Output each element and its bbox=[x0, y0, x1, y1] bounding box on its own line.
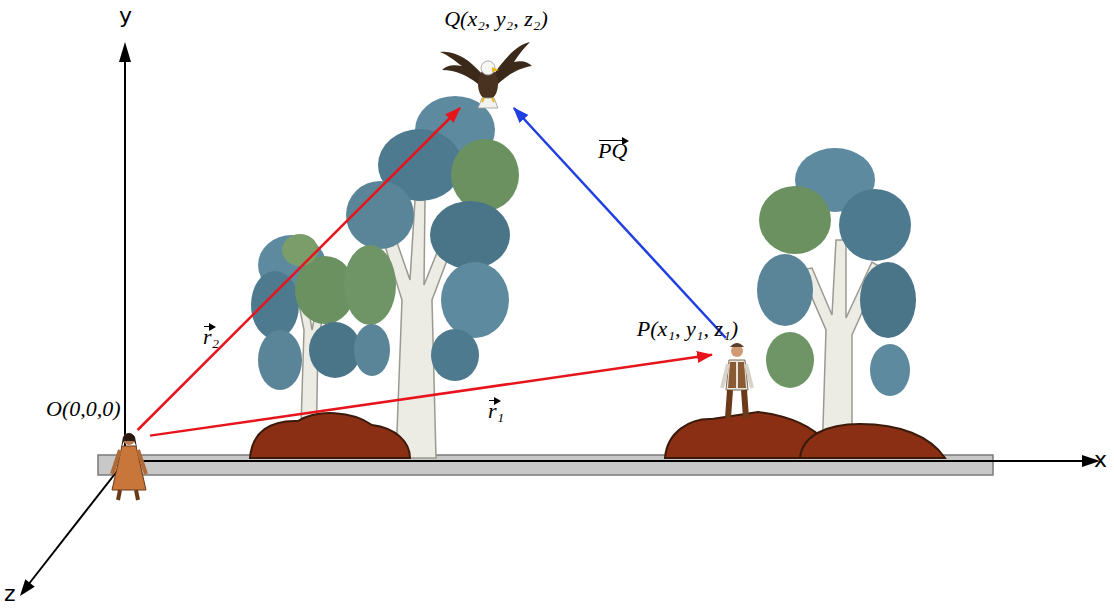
point-marker: O(0,0,0) bbox=[108, 430, 150, 502]
tree-foliage bbox=[309, 322, 361, 378]
vector-name-text: r₁ bbox=[488, 398, 504, 424]
tree-foliage bbox=[346, 181, 414, 249]
tree-foliage bbox=[251, 271, 299, 339]
eagle-wing bbox=[494, 42, 532, 84]
point-marker: Q(x₂, y₂, z₂) bbox=[442, 38, 534, 108]
person-legs bbox=[728, 390, 746, 418]
point-coordinates: O(0,0,0) bbox=[46, 396, 121, 422]
tree-foliage bbox=[451, 139, 519, 211]
point-coordinates: Q(x₂, y₂, z₂) bbox=[444, 6, 548, 32]
person-arms bbox=[112, 450, 146, 474]
vector-name-text: r₂ bbox=[203, 324, 219, 350]
person-hat bbox=[730, 343, 744, 347]
x-axis bbox=[125, 460, 1084, 462]
z-axis bbox=[28, 461, 125, 585]
rock bbox=[250, 413, 410, 458]
person-hair bbox=[121, 433, 137, 448]
vector-name-text: PQ bbox=[598, 138, 627, 164]
axis-label: z bbox=[4, 582, 16, 606]
tree-foliage bbox=[258, 330, 302, 390]
position-vector bbox=[138, 108, 460, 430]
tree-foliage bbox=[870, 344, 910, 396]
person-arms bbox=[722, 364, 752, 388]
eagle-beak bbox=[492, 67, 499, 72]
point-marker: P(x₁, y₁, z₁) bbox=[712, 338, 764, 420]
y-axis bbox=[124, 58, 126, 462]
eagle-figure bbox=[440, 42, 532, 108]
axis-arrowhead bbox=[20, 579, 35, 596]
tree-foliage bbox=[344, 245, 396, 325]
tree bbox=[757, 148, 916, 458]
axis-label: y bbox=[119, 4, 132, 28]
axis-arrowhead bbox=[119, 42, 131, 62]
person-tunic bbox=[112, 446, 146, 490]
tree-foliage bbox=[430, 201, 510, 269]
eagle-tail bbox=[478, 98, 498, 108]
person-legs bbox=[118, 490, 138, 500]
person-figure bbox=[112, 433, 146, 500]
tree-foliage bbox=[757, 254, 813, 326]
position-vector bbox=[514, 108, 726, 338]
vector-name: r₁ bbox=[488, 392, 504, 424]
tree-foliage bbox=[431, 329, 479, 381]
rock bbox=[800, 424, 945, 458]
tree-foliage bbox=[282, 234, 318, 266]
tree-foliage bbox=[766, 332, 814, 388]
position-vector bbox=[150, 355, 712, 436]
tree-foliage bbox=[759, 186, 831, 254]
eagle-wing bbox=[440, 52, 482, 84]
tree-foliage bbox=[839, 189, 911, 261]
tree-foliage bbox=[354, 324, 390, 376]
vector-name: PQ bbox=[598, 132, 627, 164]
axis-label: x bbox=[1094, 448, 1107, 472]
vector-name: r₂ bbox=[203, 318, 219, 350]
person-figure bbox=[722, 343, 752, 418]
eagle-talons bbox=[482, 98, 494, 102]
tree-foliage bbox=[860, 262, 916, 338]
tree-foliage bbox=[441, 262, 509, 338]
point-coordinates: P(x₁, y₁, z₁) bbox=[637, 316, 738, 342]
person-vest bbox=[728, 362, 746, 388]
